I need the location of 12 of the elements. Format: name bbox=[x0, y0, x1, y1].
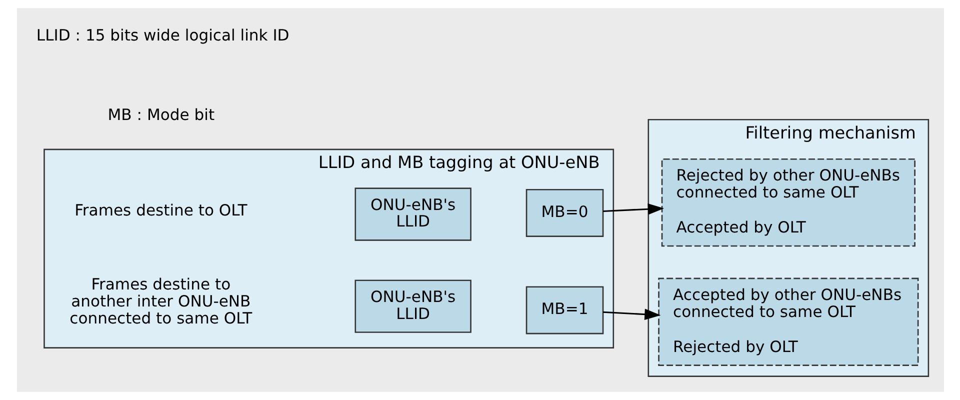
arrow bbox=[602, 204, 664, 215]
label: Frames destine to another inter ONU-eNB connected to same OLT bbox=[69, 276, 252, 328]
label: LLID : 15 bits wide logical link ID bbox=[36, 26, 289, 45]
label: Frames destine to OLT bbox=[74, 202, 247, 220]
node-box: MB=0 bbox=[525, 188, 604, 237]
label: MB : Mode bit bbox=[107, 106, 214, 124]
node-box: ONU-eNB's LLID bbox=[354, 188, 471, 241]
node-box: Rejected by other ONU-eNBs connected to same OLT Accepted by OLT bbox=[660, 158, 915, 247]
node-box: ONU-eNB's LLID bbox=[354, 280, 471, 333]
node-box: Accepted by other ONU-eNBs connected to same OLT Rejected by OLT bbox=[658, 278, 918, 366]
arrow bbox=[602, 308, 660, 320]
node-box: MB=1 bbox=[525, 286, 604, 334]
